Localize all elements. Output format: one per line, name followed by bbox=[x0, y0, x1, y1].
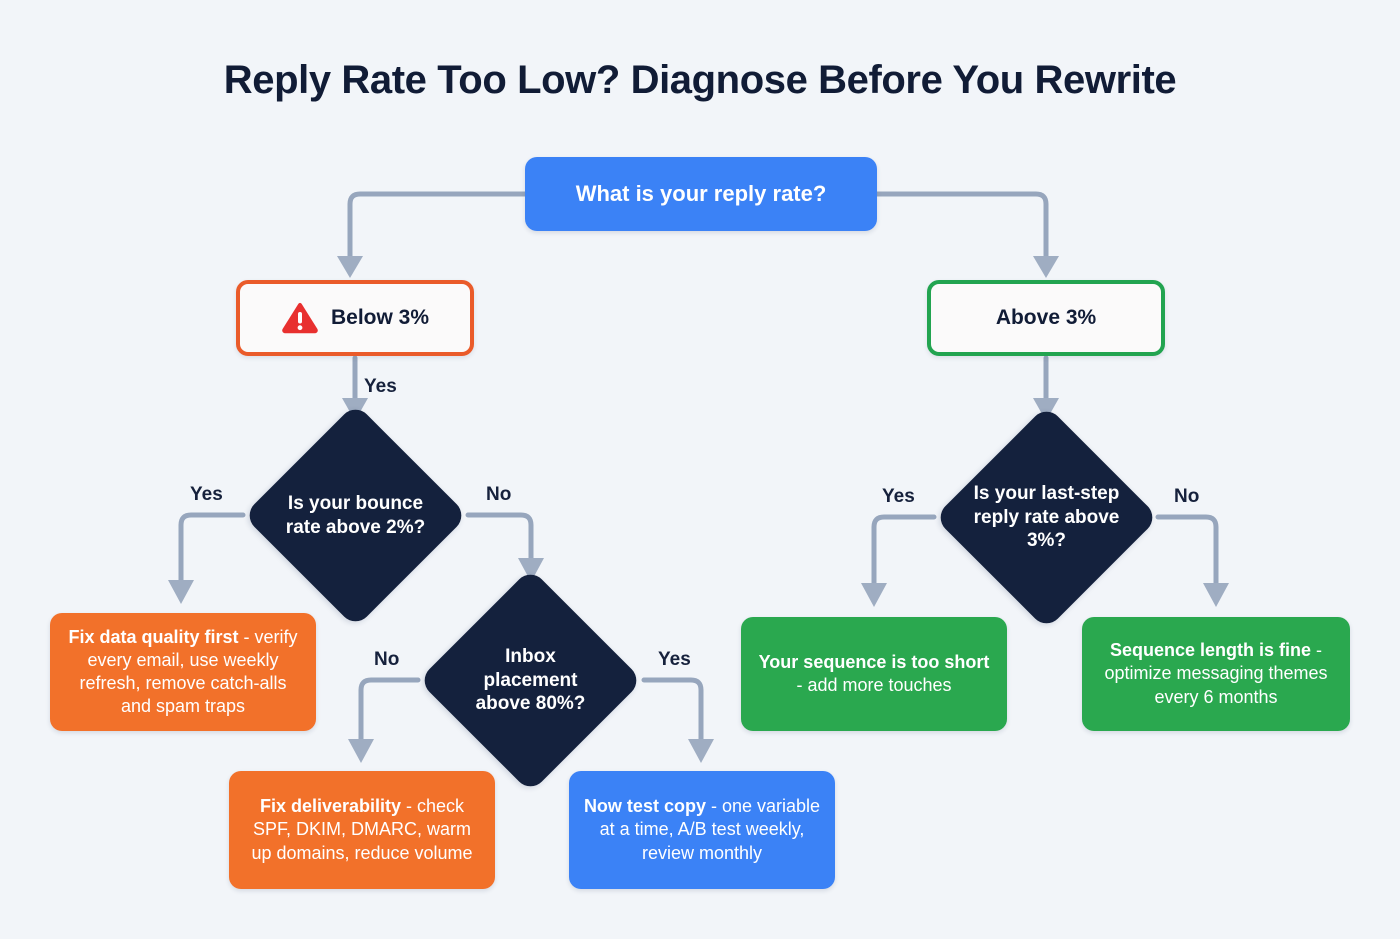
edge-bounce-no bbox=[465, 512, 534, 561]
seq-fine-text: Sequence length is fine - optimize messa… bbox=[1095, 639, 1337, 708]
arrowhead-inbox-no bbox=[348, 739, 374, 763]
edge-inbox-yes bbox=[641, 677, 704, 742]
node-sequence-too-short[interactable]: Your sequence is too short - add more to… bbox=[741, 617, 1007, 731]
seq-short-rest: - add more touches bbox=[796, 675, 952, 695]
edge-laststep-no bbox=[1155, 514, 1219, 586]
node-below-3-percent[interactable]: Below 3% bbox=[236, 280, 474, 356]
edge-inbox-no bbox=[358, 677, 421, 742]
fix-data-lead: Fix data quality first bbox=[68, 626, 239, 647]
test-copy-lead: Now test copy bbox=[583, 796, 706, 817]
node-laststep-label: Is your last-step reply rate above 3%? bbox=[973, 482, 1120, 552]
fix-data-rest: - verify every email, use weekly refresh… bbox=[79, 626, 298, 717]
seq-short-lead: Your sequence is too short bbox=[758, 651, 990, 672]
edge-root-to-below bbox=[347, 191, 528, 259]
node-below-label: Below 3% bbox=[330, 306, 430, 330]
edge-label-laststep-yes: Yes bbox=[882, 486, 915, 507]
edge-label-inbox-yes: Yes bbox=[658, 649, 691, 670]
edge-label-below-to-bounce: Yes bbox=[364, 376, 397, 397]
arrowhead-root-above bbox=[1033, 256, 1059, 278]
node-sequence-length-fine[interactable]: Sequence length is fine - optimize messa… bbox=[1082, 617, 1350, 731]
page-title: Reply Rate Too Low? Diagnose Before You … bbox=[223, 58, 1177, 102]
edge-bounce-yes bbox=[178, 512, 246, 583]
node-inbox-placement-question[interactable]: Inbox placement above 80%? bbox=[418, 568, 643, 793]
edge-label-laststep-no: No bbox=[1174, 486, 1200, 507]
test-copy-text: Now test copy - one variable at a time, … bbox=[582, 795, 822, 864]
fix-data-text: Fix data quality first - verify every em… bbox=[63, 626, 303, 718]
edge-label-bounce-yes: Yes bbox=[190, 484, 223, 505]
node-bounce-rate-question[interactable]: Is your bounce rate above 2%? bbox=[243, 403, 468, 628]
arrowhead-laststep-no bbox=[1203, 583, 1229, 607]
fix-deliv-rest: - check SPF, DKIM, DMARC, warm up domain… bbox=[251, 796, 473, 863]
edge-label-bounce-no: No bbox=[486, 484, 512, 505]
edge-label-inbox-no: No bbox=[374, 649, 400, 670]
seq-short-text: Your sequence is too short - add more to… bbox=[754, 651, 994, 697]
node-now-test-copy[interactable]: Now test copy - one variable at a time, … bbox=[569, 771, 835, 889]
node-fix-data-quality[interactable]: Fix data quality first - verify every em… bbox=[50, 613, 316, 731]
node-above-label: Above 3% bbox=[995, 306, 1097, 330]
node-root-question[interactable]: What is your reply rate? bbox=[525, 157, 877, 231]
seq-fine-rest: - optimize messaging themes every 6 mont… bbox=[1104, 640, 1328, 707]
node-fix-deliverability[interactable]: Fix deliverability - check SPF, DKIM, DM… bbox=[229, 771, 495, 889]
fix-deliv-lead: Fix deliverability bbox=[259, 796, 402, 817]
node-bounce-label: Is your bounce rate above 2%? bbox=[285, 492, 426, 538]
edge-laststep-yes bbox=[871, 514, 937, 586]
below-3-content: Below 3% bbox=[281, 301, 429, 335]
node-root-label: What is your reply rate? bbox=[575, 180, 827, 206]
arrowhead-root-below bbox=[337, 256, 363, 278]
node-inbox-label: Inbox placement above 80%? bbox=[475, 645, 586, 715]
node-above-3-percent[interactable]: Above 3% bbox=[927, 280, 1165, 356]
arrowhead-inbox-yes bbox=[688, 739, 714, 763]
seq-fine-lead: Sequence length is fine bbox=[1109, 640, 1312, 661]
node-laststep-question[interactable]: Is your last-step reply rate above 3%? bbox=[934, 405, 1159, 630]
arrowhead-bounce-yes bbox=[168, 580, 194, 604]
edge-root-to-above bbox=[874, 191, 1049, 259]
test-copy-rest: - one variable at a time, A/B test weekl… bbox=[599, 796, 821, 863]
warning-triangle-icon bbox=[282, 302, 318, 334]
arrowhead-laststep-yes bbox=[861, 583, 887, 607]
fix-deliv-text: Fix deliverability - check SPF, DKIM, DM… bbox=[242, 795, 482, 864]
